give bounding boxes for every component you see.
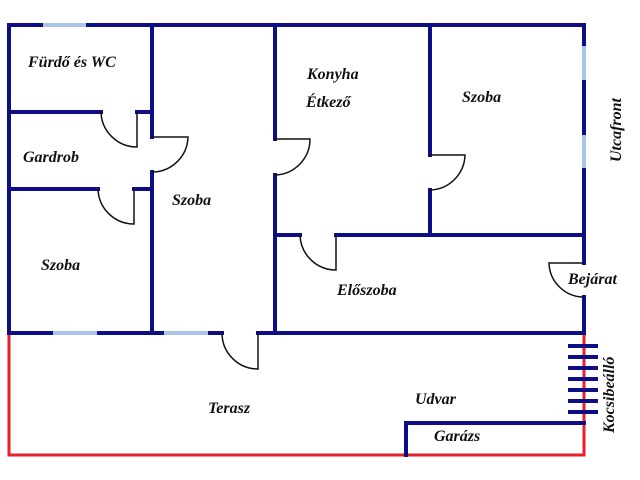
- walls: [7, 23, 586, 335]
- parking-stripes: [568, 344, 598, 414]
- label-room-left: Szoba: [41, 257, 80, 274]
- label-yard: Udvar: [415, 391, 457, 408]
- label-kitchen-line1: Konyha: [306, 66, 359, 83]
- label-hall: Előszoba: [336, 282, 397, 299]
- label-terrace: Terasz: [208, 400, 251, 417]
- label-entrance: Bejárat: [567, 271, 617, 288]
- label-room-right: Szoba: [462, 89, 501, 106]
- label-bathroom: Fürdő és WC: [27, 54, 116, 71]
- label-room-middle: Szoba: [172, 192, 211, 209]
- windows: [43, 23, 586, 335]
- label-garage: Garázs: [434, 428, 480, 445]
- label-street-front: Utcafront: [608, 97, 625, 162]
- label-wardrobe: Gardrob: [23, 149, 79, 166]
- label-parking: Kocsibeálló: [601, 357, 618, 434]
- garage-wall: [404, 421, 586, 457]
- label-kitchen-line2: Étkező: [305, 92, 351, 111]
- plot-border: [7, 333, 586, 457]
- doors: [97, 111, 585, 370]
